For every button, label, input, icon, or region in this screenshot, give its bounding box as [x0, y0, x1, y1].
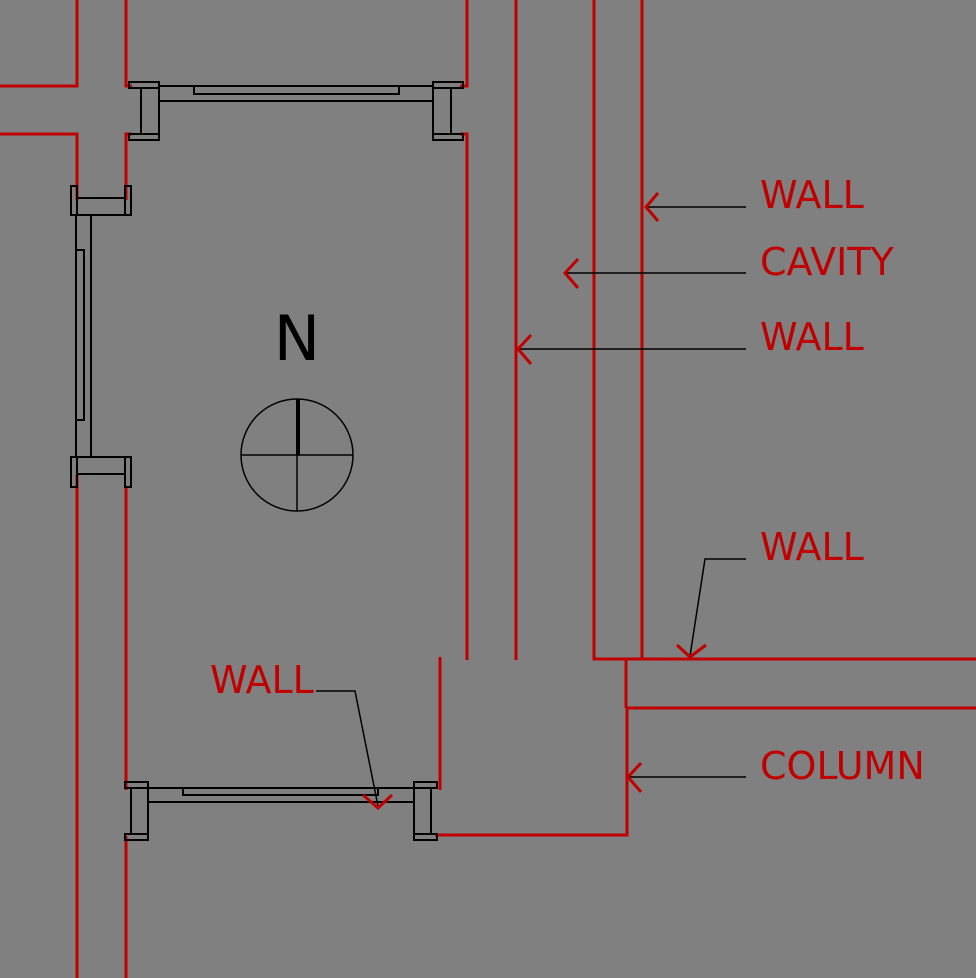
svg-text:COLUMN: COLUMN	[760, 744, 925, 788]
window-top	[128, 81, 464, 141]
svg-text:WALL: WALL	[210, 658, 314, 702]
arrowhead-icon	[675, 643, 707, 659]
window-left	[70, 185, 132, 488]
annotation-wall-window: WALL	[210, 658, 394, 811]
annotations: WALL CAVITY WALL WALL COLUMN WALL	[210, 173, 925, 811]
arrowhead-icon	[625, 761, 643, 793]
annotation-wall-inner: WALL	[515, 315, 864, 365]
svg-text:WALL: WALL	[760, 315, 864, 359]
window-bottom	[124, 781, 438, 841]
arrowhead-icon	[644, 192, 660, 222]
north-label: N	[274, 302, 320, 375]
svg-text:WALL: WALL	[760, 173, 864, 217]
svg-text:WALL: WALL	[760, 525, 864, 569]
svg-text:CAVITY: CAVITY	[760, 240, 895, 284]
arrowhead-icon	[562, 257, 580, 289]
annotation-cavity: CAVITY	[562, 240, 895, 289]
annotation-column: COLUMN	[625, 744, 925, 793]
arrowhead-icon	[362, 793, 394, 811]
annotation-wall-corner: WALL	[675, 525, 864, 659]
annotation-wall-outer: WALL	[644, 173, 864, 222]
north-symbol: N	[240, 302, 354, 512]
arrowhead-icon	[515, 333, 533, 365]
